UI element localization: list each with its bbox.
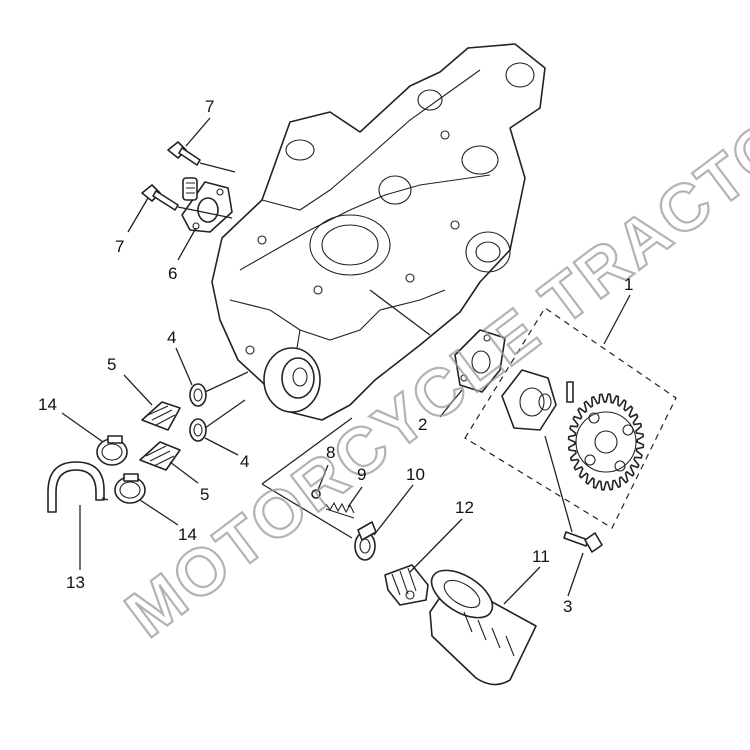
fitting-5-upper bbox=[141, 401, 181, 431]
callout-5-lower: 5 bbox=[200, 485, 209, 504]
hose-clamp-14-upper bbox=[96, 435, 128, 466]
pump-gear bbox=[567, 393, 645, 491]
fitting-5-lower bbox=[139, 441, 181, 471]
leader-lines bbox=[61, 117, 631, 605]
callout-14-lower: 14 bbox=[178, 525, 197, 544]
callout-8: 8 bbox=[326, 443, 335, 462]
gasket-2 bbox=[454, 329, 506, 393]
check-ball-8 bbox=[311, 489, 321, 499]
o-ring-4-lower bbox=[189, 418, 207, 442]
bolt-7-lower bbox=[141, 184, 179, 211]
crankcase bbox=[211, 43, 546, 421]
callout-7-upper: 7 bbox=[205, 97, 214, 116]
oil-filter-11 bbox=[429, 569, 537, 686]
callout-7-lower: 7 bbox=[115, 237, 124, 256]
oil-pump-assembly-1 bbox=[464, 307, 677, 529]
union-bolt-12 bbox=[384, 564, 429, 606]
callout-13: 13 bbox=[66, 573, 85, 592]
callout-12: 12 bbox=[455, 498, 474, 517]
callout-2: 2 bbox=[418, 415, 427, 434]
bolt-7-upper bbox=[167, 141, 201, 166]
callout-14-upper: 14 bbox=[38, 395, 57, 414]
callout-10: 10 bbox=[406, 465, 425, 484]
callout-6: 6 bbox=[168, 264, 177, 283]
gear-flange-6 bbox=[181, 177, 233, 233]
hose-clamp-14-lower bbox=[114, 473, 146, 504]
callout-4-lower: 4 bbox=[240, 452, 249, 471]
callout-1: 1 bbox=[624, 275, 633, 294]
plug-10 bbox=[354, 521, 377, 561]
callout-4-upper: 4 bbox=[167, 328, 176, 347]
o-ring-4-upper bbox=[189, 383, 207, 407]
callout-9: 9 bbox=[357, 465, 366, 484]
callout-labels: 7 7 6 4 5 14 4 5 14 13 8 9 10 12 11 2 1 … bbox=[38, 97, 633, 616]
callout-11: 11 bbox=[532, 547, 550, 566]
callout-3: 3 bbox=[563, 597, 572, 616]
callout-5-upper: 5 bbox=[107, 355, 116, 374]
bolt-3 bbox=[563, 531, 603, 553]
u-hose-13 bbox=[47, 461, 105, 513]
